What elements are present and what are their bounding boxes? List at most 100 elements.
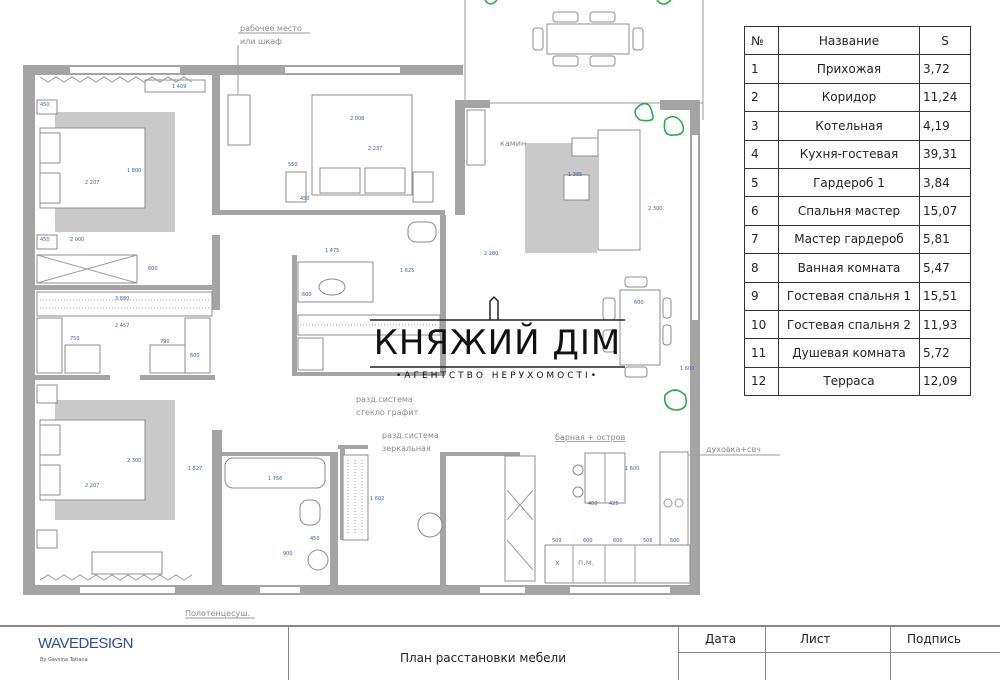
plan-shape [489,295,499,320]
kitchen-counter [544,544,691,584]
coffee-table [563,174,590,201]
plan-text: или шкаф [240,37,282,46]
row-area: 5,81 [919,224,971,255]
guest-bedroom-1 [36,76,206,284]
plan-shape [330,452,338,592]
row-name: Гостевая спальня 1 [778,281,920,311]
desk [227,94,251,146]
row-name: Ванная комната [778,253,920,283]
nightstand [36,234,58,250]
plan-shape [692,135,698,320]
row-name: Котельная [778,111,920,141]
plan-shape [80,587,175,593]
plan-shape [23,585,343,595]
row-name: Гостевая спальня 2 [778,309,920,340]
plan-shape [297,337,324,371]
divider [890,627,891,680]
terrace [464,0,704,120]
plan-text: 600 [583,538,593,544]
row-name: Терраса [778,366,920,397]
plan-shape [39,424,61,456]
plan-shape [455,100,465,215]
plan-text: 425 [609,501,619,507]
nightstand [36,384,58,404]
row-area: 12,09 [919,366,971,397]
plan-shape [36,254,138,284]
sheet-label: Лист [800,632,831,646]
plan-shape [39,464,61,496]
plan-shape [39,172,61,204]
plant-icon [634,102,688,411]
plan-shape [663,498,673,508]
plan-text: разд.система [382,431,439,440]
plan-text: барная + остров [555,433,626,442]
plan-shape [572,486,584,498]
row-num: 10 [744,309,779,340]
terrace-table [546,23,630,55]
plan-text: 600 [190,353,200,359]
plan-shape [292,255,297,375]
brand-logo: WAVEDESIGN [38,635,134,652]
chair [552,55,579,67]
plan-shape [212,430,222,590]
master-bathroom [297,221,441,371]
plan-text: Полотенцесуш. [185,609,250,618]
row-area: 4,19 [919,111,971,141]
plan-text: 2 000 [70,237,84,243]
plan-shape [570,587,670,593]
plan-text: 900 [283,551,293,557]
plan-text: 1 527 [188,466,202,472]
plan-shape [36,291,213,317]
row-num: 11 [744,338,779,368]
plan-shape [40,299,210,309]
plan-text: 450 [40,102,50,108]
sofa [597,129,641,251]
plan-shape [222,452,337,456]
plan-text: 1 385 [568,172,582,178]
bathroom [224,454,443,571]
row-num: 1 [744,54,779,84]
plan-shape [480,587,525,593]
plan-shape [506,489,534,571]
chair [632,27,644,51]
toilet [299,499,321,526]
plan-text: 2 280 [484,251,498,257]
plan-shape [440,452,446,592]
plan-text: 2 237 [368,146,382,152]
row-area: 3,72 [919,54,971,84]
nightstand [36,529,58,549]
plan-shape [662,324,672,346]
plan-shape [260,587,300,593]
plan-text: камин [500,139,526,148]
master-bedroom [227,94,434,203]
plan-text: 1 756 [268,476,282,482]
plan-text: 506 [643,538,653,544]
plan-shape [35,285,215,290]
plan-text: 450 [300,196,310,202]
plan-text: 750 [70,336,80,342]
nightstand [412,171,434,203]
row-area: 5,47 [919,253,971,283]
desk [144,79,206,93]
plan-text: 3 880 [115,296,129,302]
row-name: Спальня мастер [778,196,920,226]
plan-shape [39,76,193,83]
nightstand [36,99,58,115]
sheet-title: План расстановки мебели [399,651,567,665]
wardrobe [342,454,369,541]
row-num: 5 [744,167,779,198]
plan-shape [149,344,186,374]
plant-icon [484,0,672,5]
plan-shape [624,366,648,378]
plan-shape [572,545,636,583]
plan-shape [602,329,616,353]
